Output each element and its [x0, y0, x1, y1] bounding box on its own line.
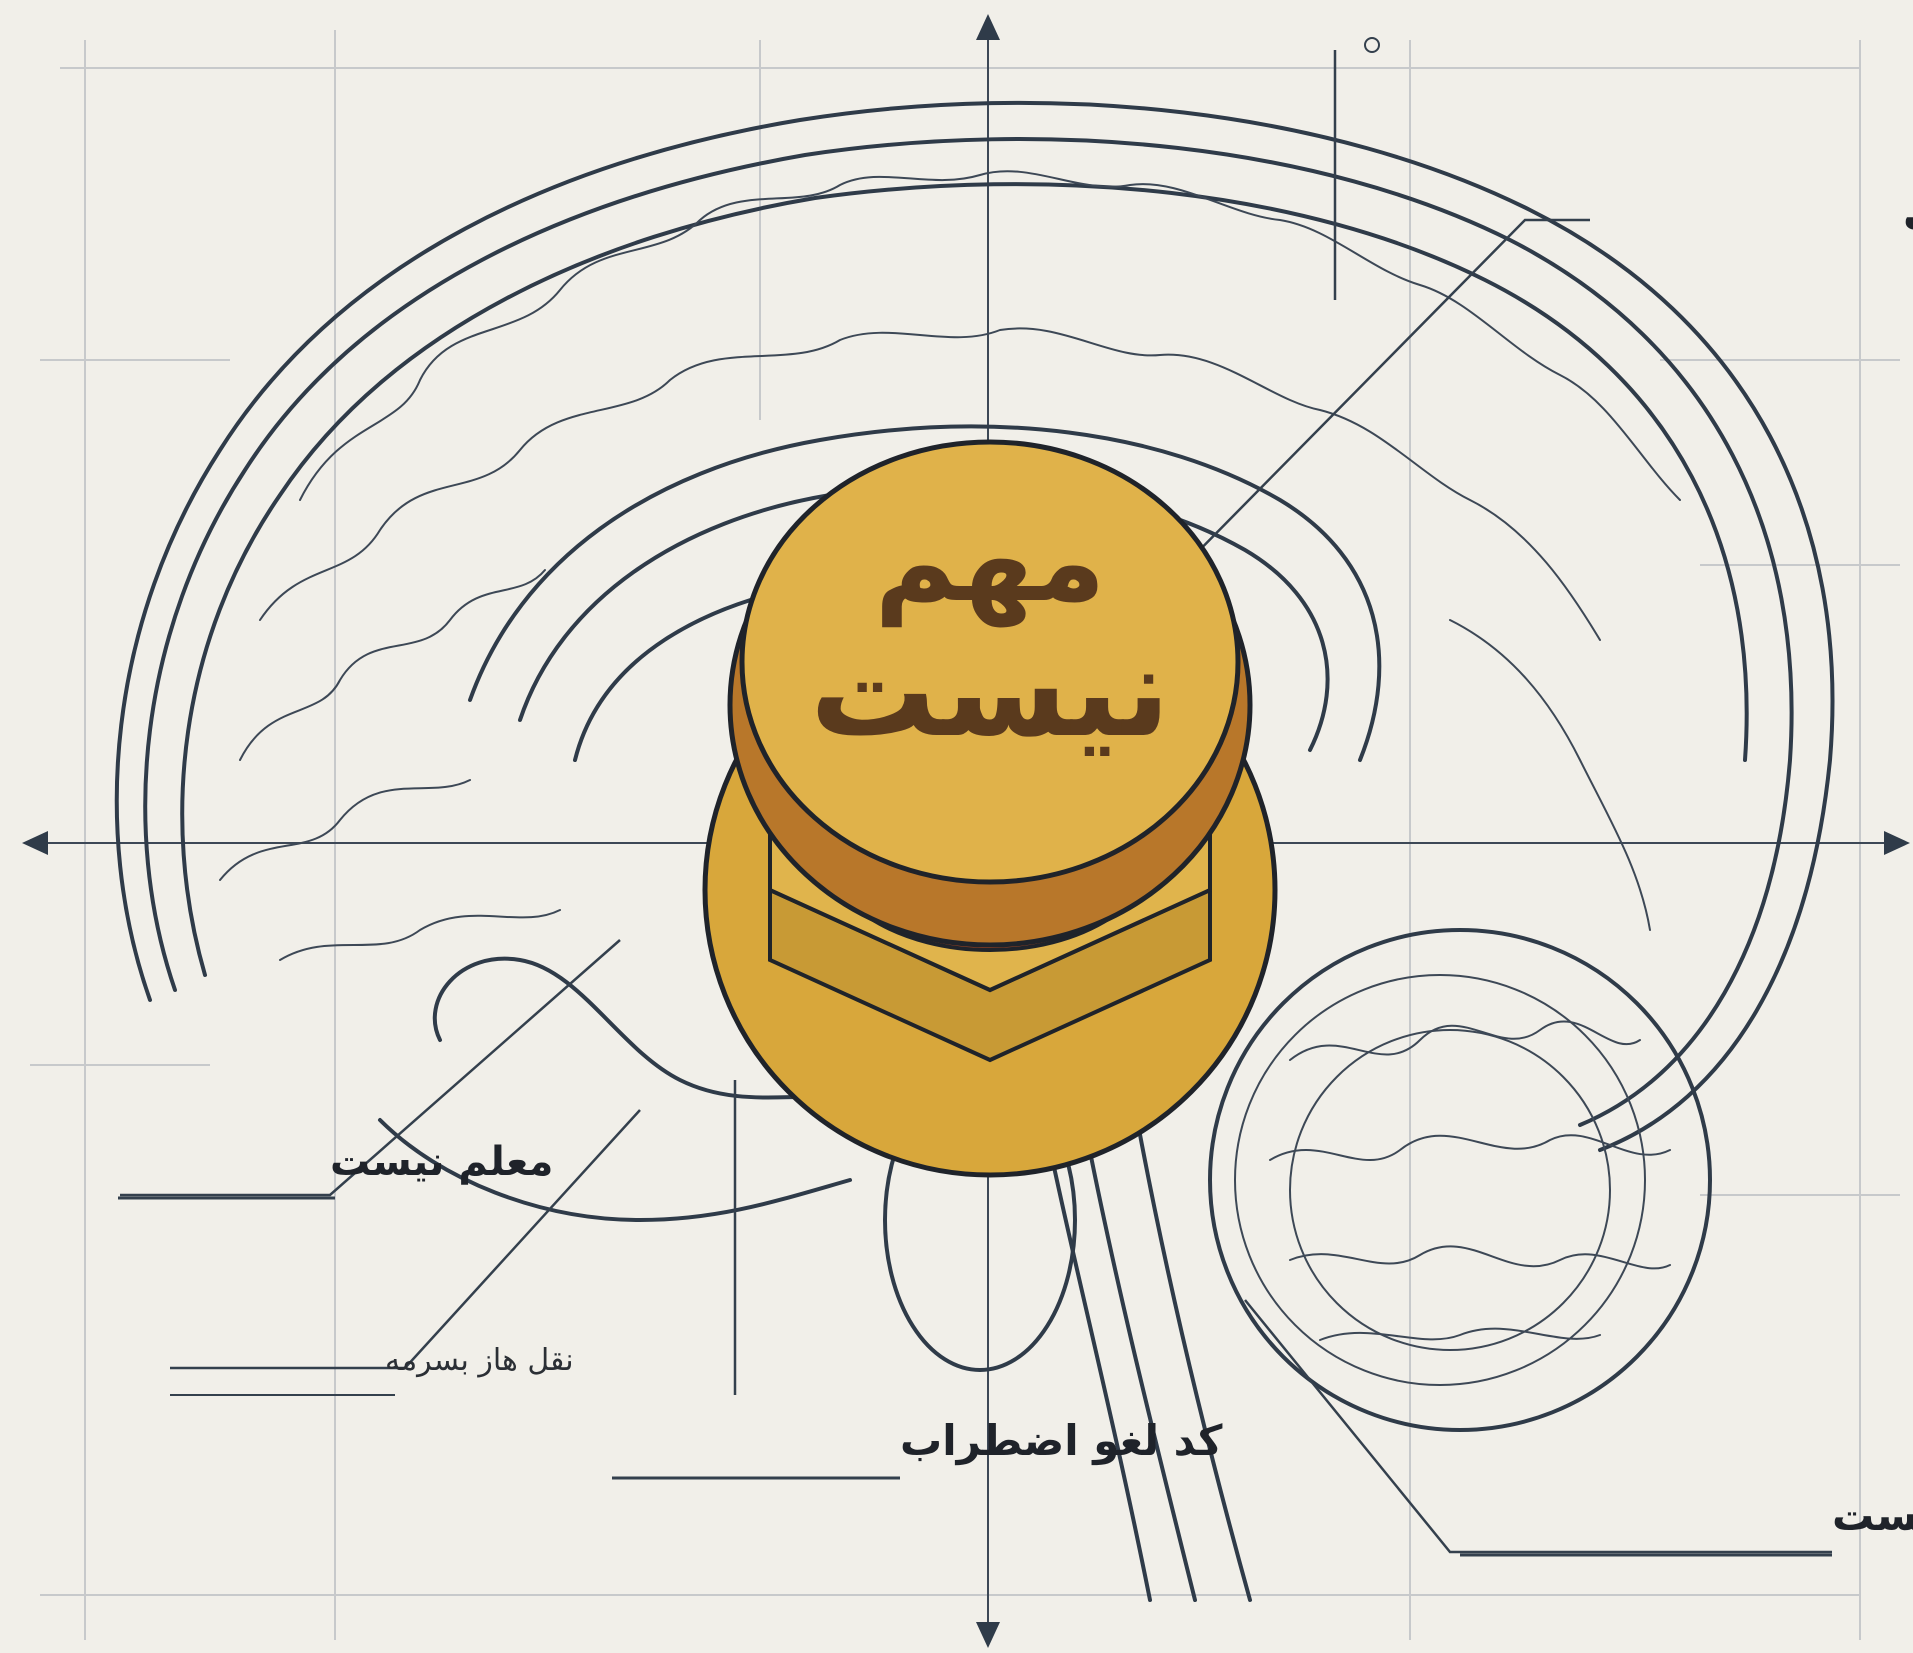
label-bottom-center: کد لغو اضطراب — [900, 1416, 1223, 1466]
label-bottom-right: این بیاز از دالم نیست — [1832, 1491, 1913, 1541]
label-left-lower: نقل هاز بسرمه — [385, 1343, 574, 1378]
button-line-2: نیست — [810, 618, 1170, 765]
panic-button[interactable]: مهم نیست — [705, 442, 1275, 1175]
label-left-middle: معلم نیست — [330, 1139, 553, 1185]
label-top-right: کد لغو اضطراب — [1903, 191, 1913, 241]
button-line-1: مهم — [874, 497, 1105, 628]
label-underlines — [118, 1198, 1832, 1555]
